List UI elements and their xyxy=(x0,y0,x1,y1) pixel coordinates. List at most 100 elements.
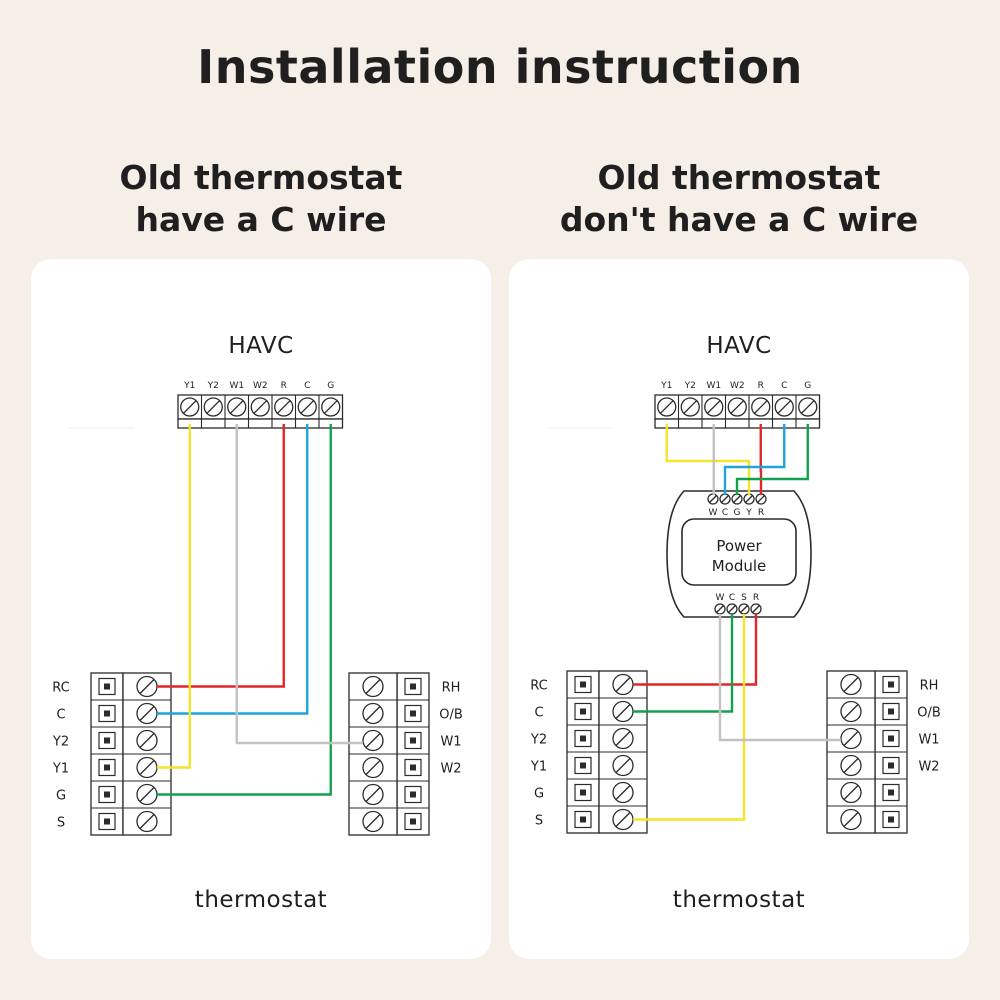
screw-slot xyxy=(615,812,631,827)
havc-terminal-label: W1 xyxy=(229,381,244,391)
thermostat-right-terminal-label: RH xyxy=(920,679,939,694)
thermostat-label: thermostat xyxy=(672,887,806,913)
havc-strip-base xyxy=(654,418,821,429)
havc-terminal-label: Y2 xyxy=(684,381,696,391)
screw-slot xyxy=(615,704,631,719)
havc-terminal-label: C xyxy=(304,381,310,391)
screw-slot xyxy=(276,400,291,414)
contact-dot xyxy=(888,816,894,823)
thermostat-right-terminal-label: O/B xyxy=(439,708,463,723)
gray-wire-module-to-thermostat xyxy=(718,614,841,742)
contact-dot xyxy=(104,710,110,717)
thermostat-left-terminal-label: G xyxy=(56,789,66,804)
yellow-wire-module-to-thermostat xyxy=(633,614,746,821)
havc-terminal-label: Y1 xyxy=(660,381,672,391)
screw-slot xyxy=(139,787,155,802)
screw-slot xyxy=(323,400,338,414)
screw-slot xyxy=(745,495,753,503)
module-top-terminal-label: Y xyxy=(745,508,752,518)
thermostat-left-terminal-label: C xyxy=(56,708,65,723)
screw-slot xyxy=(139,733,155,748)
green-wire-module-to-thermostat xyxy=(633,614,734,713)
right-heading-line1: Old thermostat xyxy=(597,158,881,197)
screw-slot xyxy=(757,495,765,503)
thermostat-left-terminal-label: G xyxy=(534,787,544,802)
contact-dot xyxy=(104,764,110,771)
blue-wire xyxy=(157,424,309,715)
thermostat-left-terminal-label: Y2 xyxy=(52,735,69,750)
thermostat-right-terminal-label: O/B xyxy=(917,706,941,721)
thermostat-left-terminal-label: S xyxy=(57,816,65,831)
thermostat-right-block xyxy=(348,672,430,836)
havc-terminal-label: Y2 xyxy=(207,381,219,391)
module-top-terminal-label: C xyxy=(722,508,728,518)
havc-terminal-label: R xyxy=(758,381,764,391)
screw-slot xyxy=(733,495,741,503)
module-bottom-terminal-label: C xyxy=(729,593,735,603)
yellow-wire xyxy=(157,424,191,769)
screw-slot xyxy=(843,677,859,692)
thermostat-right-terminal-label: W2 xyxy=(440,762,461,777)
thermostat-left-terminal-label: RC xyxy=(530,679,547,694)
screw-slot xyxy=(365,760,381,775)
contact-dot xyxy=(104,818,110,825)
screw-slot xyxy=(752,605,760,613)
havc-strip-base xyxy=(177,418,344,429)
page-title: Installation instruction xyxy=(197,40,803,94)
contact-dot xyxy=(888,681,894,688)
screw-slot xyxy=(728,605,736,613)
screw-slot xyxy=(683,400,698,414)
contact-dot xyxy=(410,791,416,798)
left-heading-line2: have a C wire xyxy=(135,200,387,239)
contact-dot xyxy=(104,737,110,744)
contact-dot xyxy=(410,710,416,717)
right-heading: Old thermostat don't have a C wire xyxy=(509,157,969,241)
screw-slot xyxy=(659,400,674,414)
power-module-label: Module xyxy=(712,557,767,575)
havc-terminal-label: C xyxy=(781,381,787,391)
havc-label: HAVC xyxy=(228,333,294,359)
left-heading: Old thermostat have a C wire xyxy=(31,157,491,241)
left-heading-line1: Old thermostat xyxy=(119,158,403,197)
contact-dot xyxy=(888,735,894,742)
screw-slot xyxy=(365,706,381,721)
screw-slot xyxy=(706,400,721,414)
module-bottom-terminal-label: S xyxy=(741,593,747,603)
contact-dot xyxy=(888,762,894,769)
screw-slot xyxy=(229,400,244,414)
screw-slot xyxy=(843,731,859,746)
thermostat-right-terminal-label: W1 xyxy=(440,735,461,750)
screw-slot xyxy=(843,812,859,827)
contact-dot xyxy=(580,708,586,715)
havc-terminal-label: G xyxy=(327,381,334,391)
contact-dot xyxy=(410,818,416,825)
screw-slot xyxy=(843,758,859,773)
green-wire-havc-to-module xyxy=(735,424,809,495)
screw-slot xyxy=(300,400,315,414)
screw-slot xyxy=(139,706,155,721)
screw-slot xyxy=(182,400,197,414)
power-module-label: Power xyxy=(716,537,762,555)
havc-terminal-label: W1 xyxy=(706,381,721,391)
power-module-screen xyxy=(681,518,797,586)
screw-slot xyxy=(777,400,792,414)
thermostat-left-terminal-label: Y1 xyxy=(52,762,69,777)
contact-dot xyxy=(104,683,110,690)
screw-slot xyxy=(139,760,155,775)
thermostat-right-terminal-label: W2 xyxy=(918,760,939,775)
screw-slot xyxy=(716,605,724,613)
module-top-terminal-label: G xyxy=(734,508,741,518)
thermostat-right-block xyxy=(826,670,908,834)
havc-terminal-label: Y1 xyxy=(183,381,195,391)
screw-slot xyxy=(721,495,729,503)
contact-dot xyxy=(580,789,586,796)
screw-slot xyxy=(253,400,268,414)
screw-slot xyxy=(843,785,859,800)
red-wire-module-to-thermostat xyxy=(633,614,758,686)
contact-dot xyxy=(410,683,416,690)
